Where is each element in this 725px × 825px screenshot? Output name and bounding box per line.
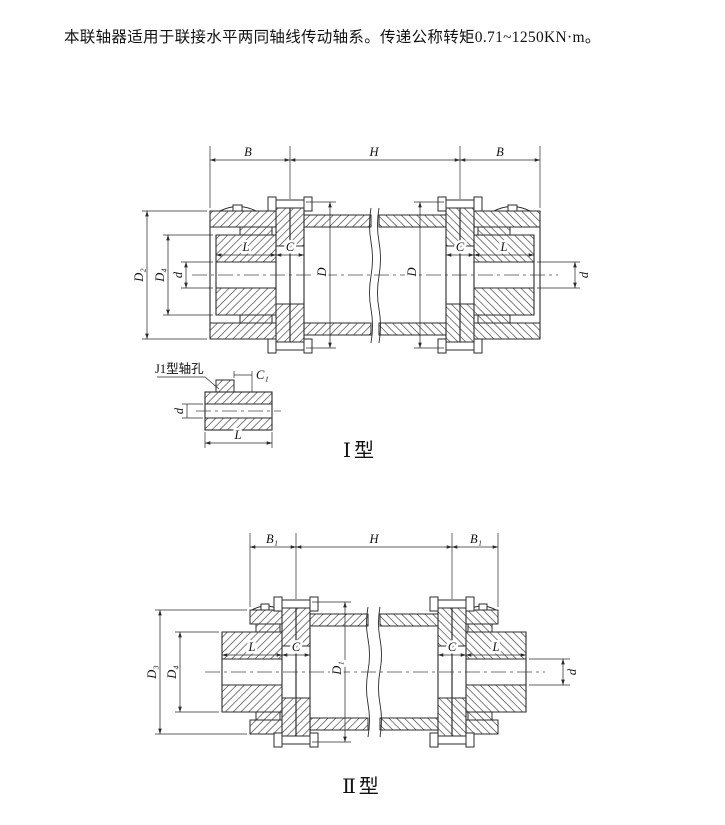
flange-bolt-bottom bbox=[267, 338, 313, 354]
flange-bolt-top bbox=[267, 196, 313, 212]
detail-boss bbox=[215, 379, 235, 393]
detail-leader-line bbox=[157, 376, 220, 390]
gear-teeth bbox=[255, 623, 281, 721]
dim-d1: D₁ bbox=[330, 661, 344, 675]
dim-bore-right: d bbox=[577, 271, 591, 278]
dim-bore-left: d bbox=[171, 271, 185, 278]
dim-d4: D₄ bbox=[165, 665, 179, 679]
dim-detail-d: d bbox=[172, 407, 186, 414]
dim-group-top: B H B bbox=[209, 145, 541, 208]
dim-dia-right: D bbox=[405, 267, 419, 277]
dim-l-left: L bbox=[242, 240, 250, 254]
dim-l-left: L bbox=[248, 640, 256, 654]
break-lines bbox=[366, 606, 382, 738]
dim-group-right-bore: d bbox=[537, 261, 591, 289]
dim-b1-left: B₁ bbox=[266, 532, 278, 546]
dim-group-right-bore: d bbox=[529, 658, 579, 686]
detail-label: J1型轴孔 bbox=[155, 361, 204, 376]
flange-bolt-bottom bbox=[273, 732, 319, 748]
dim-b-right: B bbox=[496, 145, 504, 159]
dim-d4: D₄ bbox=[153, 268, 167, 282]
oil-plug bbox=[260, 603, 270, 611]
dim-b-left: B bbox=[244, 145, 252, 159]
hub-section bbox=[221, 631, 283, 713]
type2-figure: B₁ H B₁ D₃ D₄ L C D₁ bbox=[145, 532, 579, 798]
dim-dia-left: D bbox=[315, 267, 329, 277]
flange-bolt-top bbox=[273, 596, 319, 612]
gear-teeth bbox=[239, 226, 273, 324]
dim-detail-l: L bbox=[234, 428, 242, 442]
outer-sleeve-section bbox=[209, 204, 277, 340]
dim-l-right: L bbox=[492, 640, 500, 654]
spacer-tube bbox=[303, 214, 372, 336]
type1-left-half bbox=[209, 196, 372, 354]
type2-title: Ⅱ型 bbox=[342, 775, 382, 798]
dim-group-left-diameters: D₃ D₄ bbox=[145, 609, 247, 735]
dim-d2: D₂ bbox=[132, 268, 146, 283]
dim-c-left: C bbox=[292, 640, 301, 654]
dim-group-inner-right: C L bbox=[437, 638, 527, 657]
description-text: 本联轴器适用于联接水平两同轴线传动轴系。传递公称转矩0.71~1250KN·m。 bbox=[64, 28, 601, 46]
type2-left-half bbox=[221, 596, 369, 748]
dim-group-flange-diameter: D₁ bbox=[312, 601, 351, 743]
dim-c1: C₁ bbox=[256, 368, 269, 382]
dim-l-right: L bbox=[500, 240, 508, 254]
oil-plug bbox=[232, 204, 243, 212]
dim-group-left-diameters: D₂ D₄ d bbox=[132, 210, 213, 340]
dim-d3: D₃ bbox=[145, 665, 159, 679]
type1-title: Ⅰ型 bbox=[343, 439, 377, 462]
dim-group-inner-left: L C bbox=[221, 638, 311, 657]
dim-h: H bbox=[368, 532, 379, 546]
break-lines bbox=[369, 207, 381, 344]
flange-pair bbox=[281, 601, 311, 743]
type1-figure: B H B D₂ D₄ d L C bbox=[132, 145, 591, 462]
dim-group-inner-left: L C bbox=[215, 238, 305, 257]
dim-c-left: C bbox=[286, 240, 295, 254]
dim-b1-right: B₁ bbox=[470, 532, 482, 546]
spacer-tube bbox=[309, 613, 369, 731]
j1-bore-detail: C₁ L d J1型轴孔 bbox=[155, 361, 281, 448]
dim-h: H bbox=[368, 145, 379, 159]
dim-c-right: C bbox=[456, 240, 465, 254]
dim-bore-right: d bbox=[565, 668, 579, 675]
dim-group-top: B₁ H B₁ bbox=[249, 532, 499, 607]
dim-c-right: C bbox=[448, 640, 457, 654]
dim-group-flange-diameters: D D bbox=[306, 201, 444, 349]
dim-group-inner-right: C L bbox=[445, 238, 535, 257]
